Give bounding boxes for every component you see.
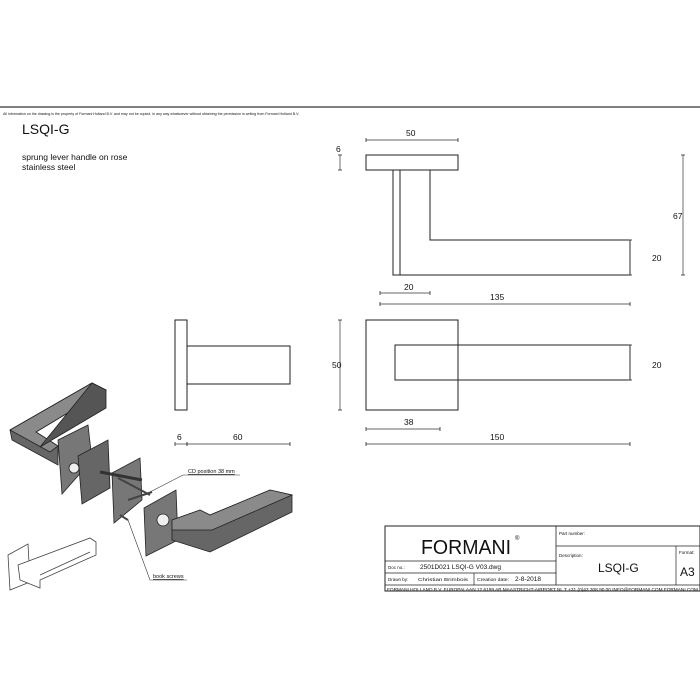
top-view-rose: [365, 154, 459, 171]
top-view: 50 6 67 20 20 135: [336, 128, 686, 307]
dim-side-rose-thickness: 6: [177, 432, 182, 442]
description-label: Description:: [559, 553, 583, 558]
dim-front-lever-height: 20: [652, 360, 662, 370]
front-view: 50 20 38 150: [332, 319, 662, 447]
dim-front-cd: 38: [404, 417, 414, 427]
dim-top-rose-width: 50: [406, 128, 416, 138]
dim-top-rose-thickness: 6: [336, 144, 341, 154]
product-subtitle-1: sprung lever handle on rose: [22, 152, 128, 162]
dim-top-lever-length: 135: [490, 292, 504, 302]
dim-front-total-length: 150: [490, 432, 504, 442]
description-value: LSQI-G: [598, 561, 639, 575]
callout-book-screws: book screws: [153, 574, 184, 580]
front-view-rose: [365, 319, 459, 411]
footer-address: FORMANI HOLLAND B.V. EUROPALAAN 12 6199 …: [387, 587, 698, 592]
dim-side-projection: 60: [233, 432, 243, 442]
brand-mark: ®: [515, 535, 520, 542]
drawn-by-value: Christian Brimbois: [418, 577, 469, 583]
doc-no-label: Doc no.:: [388, 565, 405, 570]
callout-cd-position: CD position 38 mm: [188, 469, 235, 475]
dim-front-rose-height: 50: [332, 360, 342, 370]
format-label: Format:: [679, 550, 695, 555]
product-subtitle-2: stainless steel: [22, 162, 75, 172]
drawn-by-label: Drawn by:: [388, 577, 408, 582]
dim-top-lever-thickness: 20: [652, 253, 662, 263]
product-code: LSQI-G: [22, 121, 69, 137]
side-view: 6 60: [174, 319, 291, 447]
format-value: A3: [680, 565, 695, 579]
creation-date-label: Creation date:: [477, 577, 509, 582]
brand-logo: FORMANI: [421, 537, 511, 559]
disclaimer-text: All information on the drawing is the pr…: [3, 112, 299, 116]
side-view-lever: [186, 345, 291, 385]
dim-top-neck-width: 20: [404, 282, 414, 292]
part-number-label: Part number:: [559, 531, 585, 536]
creation-date-value: 2-8-2018: [515, 576, 541, 583]
isometric-thumbnail: [7, 537, 97, 591]
side-view-rose: [174, 319, 188, 411]
top-view-lever: [392, 169, 631, 276]
front-view-lever: [394, 344, 631, 381]
doc-no-value: 2501D021 LSQI-G V03.dwg: [420, 564, 501, 571]
title-block: FORMANI ® Part number: Description: LSQI…: [384, 525, 700, 592]
exploded-view: [9, 382, 294, 581]
dim-top-total-height: 67: [673, 211, 683, 221]
